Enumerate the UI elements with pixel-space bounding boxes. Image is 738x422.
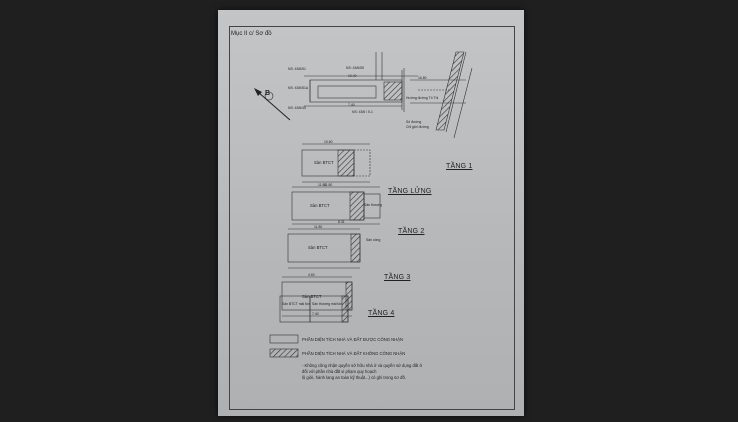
floor-label: TẦNG 2: [398, 228, 425, 235]
floor-label: TẦNG 4: [368, 310, 395, 317]
legend-note: lộ giới, hành lang an toàn kỹ thuật...) …: [302, 375, 406, 380]
dimension-label: 10.40: [348, 74, 357, 78]
floor-label: TẦNG 3: [384, 274, 411, 281]
dimension-label: 11.80: [324, 183, 333, 187]
dimension-label: 4.60: [308, 273, 315, 277]
floor-plan-1: [301, 143, 371, 183]
legend-swatch-recognized: [269, 334, 299, 344]
room-extra-label: Sân công: [366, 238, 381, 242]
room-extra-label: Sân thượng mái tôn: [312, 302, 343, 306]
floor-label: TẦNG 1: [446, 163, 473, 170]
neighbor-label: NS: 43/6/55: [346, 66, 364, 70]
neighbor-label: NS: 43/6 / 5-1: [352, 110, 373, 114]
dimension-label: 7.40: [348, 103, 355, 107]
document-page: Mục II c/ Sơ đồ: [218, 10, 524, 416]
dimension-label: 8.31: [338, 220, 345, 224]
floor-plan-4: [279, 295, 349, 323]
dimension-label: 11.80: [314, 225, 323, 229]
north-arrow-icon: [254, 88, 291, 121]
dimension-label: 7.40: [312, 312, 319, 316]
neighbor-label: NS: 43/6/45: [288, 106, 306, 110]
section-title: Mục II c/ Sơ đồ: [231, 31, 272, 37]
road-label: Số đường: [406, 120, 422, 124]
north-label: B: [265, 90, 271, 97]
neighbor-label: NS: 43/6/51: [288, 67, 306, 71]
legend-item-recognized: PHẦN DIỆN TÍCH NHÀ VÀ ĐẤT ĐƯỢC CÔNG NHẬN: [302, 337, 404, 342]
dimension-label: 11.80: [318, 183, 327, 187]
floor-plan-mezzanine: [291, 186, 381, 225]
room-label: Sàn BTCT: [314, 160, 334, 165]
site-house-outline: [317, 85, 377, 99]
room-label: Sàn BTCT mái tôn: [282, 302, 310, 306]
floor-plan-2: [287, 228, 361, 269]
room-extra-label: Sân thượng: [364, 203, 383, 207]
dimension-label: 16.80: [418, 76, 427, 80]
road-label: Chỉ giới đường: [406, 125, 429, 129]
legend-swatches: [269, 334, 299, 358]
paper-surface: [218, 10, 524, 416]
legend-swatch-not-recognized: [269, 348, 299, 358]
room-label: Sàn BTCT: [308, 245, 328, 250]
road-label: Hướng đường Tô Thị: [406, 96, 439, 100]
legend-note: đối với phần nhà đất vi phạm quy hoạch: [302, 369, 377, 374]
site-drawing: [254, 51, 473, 358]
site-hatched-area: [383, 81, 403, 101]
legend-note: - Không công nhận quyền sở hữu nhà ở và …: [302, 363, 423, 368]
site-plan: [304, 51, 473, 139]
room-label: Sàn BTCT: [310, 203, 330, 208]
floor-label: TẦNG LỬNG: [388, 188, 432, 195]
legend-item-not-recognized: PHẦN DIỆN TÍCH NHÀ VÀ ĐẤT KHÔNG CÔNG NHẬ…: [302, 351, 406, 356]
room-label: Sàn BTCT: [302, 294, 322, 299]
neighbor-label: NS: 43/6/51A: [288, 86, 309, 90]
dimension-label: 10.60: [324, 140, 333, 144]
page-frame: [229, 26, 515, 410]
street-hatch-strip: [435, 51, 473, 139]
